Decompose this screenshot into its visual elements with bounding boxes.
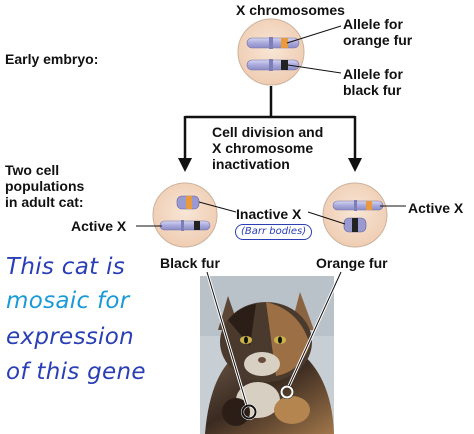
black-fur-pointer <box>206 271 248 407</box>
early-embryo-label: Early embryo: <box>5 51 99 67</box>
orange-fur-pointer <box>288 271 342 387</box>
inactive-x-left-leader <box>198 201 237 213</box>
arrow-head-left <box>178 158 192 172</box>
black-allele-label: Allele for black fur <box>343 66 403 98</box>
embryo-cell <box>237 18 305 86</box>
inactive-x-label: Inactive X <box>236 206 302 222</box>
orange-fur-marker <box>280 385 294 399</box>
handwritten-line-2: mosaic for <box>6 288 130 314</box>
handwritten-line-1: This cat is <box>6 254 126 280</box>
left-cell <box>152 182 218 248</box>
barr-bodies-annotation: (Barr bodies) <box>235 224 313 240</box>
orange-allele-label: Allele for orange fur <box>343 16 413 48</box>
active-x-right-label: Active X <box>408 200 464 216</box>
black-fur-marker <box>241 404 257 420</box>
inactive-x-right-leader <box>307 211 346 225</box>
black-allele-leader <box>287 64 342 74</box>
orange-allele-leader <box>286 25 342 44</box>
active-x-left-label: Active X <box>71 218 127 234</box>
orange-fur-label: Orange fur <box>316 255 388 271</box>
cat-photo <box>200 276 334 434</box>
handwritten-line-3: expression <box>6 324 134 350</box>
handwritten-line-4: of this gene <box>6 359 146 385</box>
x-chromosomes-label: X chromosomes <box>236 2 345 18</box>
two-cell-populations-label: Two cell populations in adult cat: <box>5 162 85 210</box>
black-fur-label: Black fur <box>160 255 220 271</box>
right-cell <box>322 182 388 248</box>
cell-division-label: Cell division and X chromosome inactivat… <box>212 124 324 172</box>
arrow-head-right <box>348 158 362 172</box>
division-arrows <box>183 86 357 160</box>
x-chromosome-black-allele <box>246 59 300 71</box>
x-chromosome-orange-allele <box>246 37 300 49</box>
